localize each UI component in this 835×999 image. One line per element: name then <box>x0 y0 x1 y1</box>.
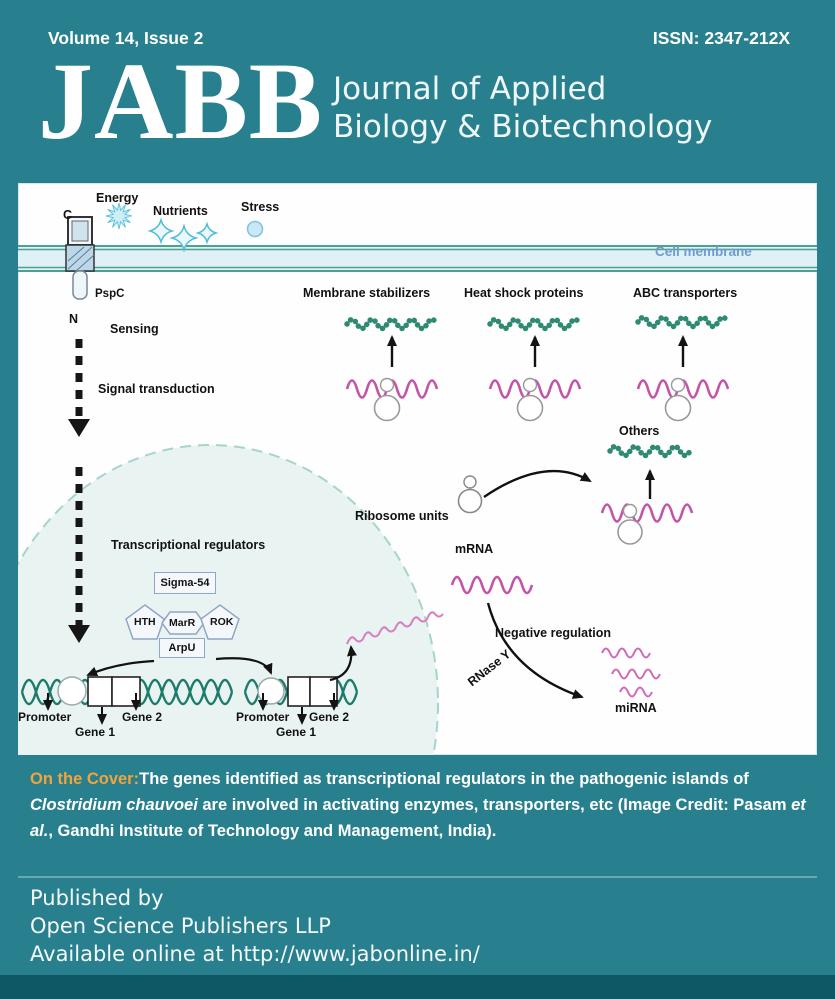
volume-issue: Volume 14, Issue 2 <box>48 28 204 48</box>
label-energy: Energy <box>96 191 139 205</box>
stimuli-icons <box>105 202 264 253</box>
expression-group-abc-transporters <box>635 314 731 422</box>
pspc-channel-graphic <box>65 216 95 300</box>
hth-pentagon <box>125 604 165 640</box>
label-negative-regulation: Negative regulation <box>495 626 611 640</box>
stress-icon <box>246 220 264 238</box>
protein-chain <box>635 314 731 330</box>
expression-group-membrane-stabilizers <box>344 316 440 422</box>
regulator-hth-label: HTH <box>134 616 156 628</box>
ribosome-small <box>379 377 395 393</box>
ribosome-large <box>664 394 692 422</box>
nascent-transcript <box>329 611 444 682</box>
label-promoter-1: Promoter <box>18 710 72 724</box>
label-pspc: PspC <box>95 288 125 300</box>
availability-url: Available online at http://www.jabonline… <box>30 942 480 966</box>
nutrient-star-icon <box>147 217 175 245</box>
ribosome-small <box>463 475 477 489</box>
label-signal-transduction: Signal transduction <box>98 382 215 396</box>
regulator-sigma54: Sigma-54 <box>154 572 216 594</box>
label-stress: Stress <box>241 200 280 214</box>
regulator-sigma54-label: Sigma-54 <box>160 577 210 589</box>
protein-chain <box>344 316 440 332</box>
label-n-terminus: N <box>69 312 79 326</box>
mirna-fragments <box>601 647 661 698</box>
gene-box <box>111 676 141 707</box>
cover-note-etal: et al. <box>30 796 806 840</box>
footer-strip <box>0 975 835 999</box>
divider-line <box>18 876 817 878</box>
nutrient-star-icon <box>195 221 219 245</box>
expression-group-heat-shock <box>487 316 583 422</box>
regulator-marr-label: MarR <box>169 617 196 629</box>
label-gene1-2: Gene 1 <box>276 725 317 739</box>
nutrient-star-icon <box>169 223 199 253</box>
marr-hexagon <box>161 611 205 635</box>
cover-note-text-3: , Gandhi Institute of Technology and Man… <box>48 822 497 840</box>
cover-note-text-1: The genes identified as transcriptional … <box>139 770 749 788</box>
label-transcriptional-regulators: Transcriptional regulators <box>111 538 266 552</box>
label-promoter-2: Promoter <box>236 710 290 724</box>
cover-figure: Energy Nutrients Stress C Cell membrane … <box>18 183 817 755</box>
expression-group-others <box>600 443 694 545</box>
label-gene2-2: Gene 2 <box>309 710 350 724</box>
dna-helix-2 <box>243 676 359 725</box>
cover-note-text-2: are involved in activating enzymes, tran… <box>197 796 792 814</box>
ribosome-large <box>373 394 401 422</box>
label-abc-transporters: ABC transporters <box>633 286 738 300</box>
ribosome-large <box>617 519 643 545</box>
cell-membrane-band <box>18 245 817 272</box>
mrna-wave <box>450 575 534 595</box>
cover-note-species: Clostridium chauvoei <box>30 796 198 814</box>
protein-chain <box>487 316 583 332</box>
protein-chain <box>607 443 693 459</box>
journal-title-line2: Biology & Biotechnology <box>333 109 713 145</box>
issn: ISSN: 2347-212X <box>652 28 790 48</box>
label-gene1-1: Gene 1 <box>75 725 116 739</box>
ribosome-large <box>457 488 483 514</box>
regulator-arpu-label: ArpU <box>168 642 196 654</box>
publisher-name: Open Science Publishers LLP <box>30 914 331 938</box>
ribosome-small <box>670 377 686 393</box>
ribosome-large <box>516 394 544 422</box>
label-others: Others <box>619 424 660 438</box>
label-heat-shock-proteins: Heat shock proteins <box>464 286 584 300</box>
figure-artwork <box>18 202 817 755</box>
label-nutrients: Nutrients <box>153 204 208 218</box>
gene-box <box>87 676 113 707</box>
gene-box <box>309 676 338 707</box>
journal-logo: JABB <box>38 40 324 162</box>
energy-burst-icon <box>105 202 133 230</box>
label-cell-membrane: Cell membrane <box>655 244 752 259</box>
regulator-shapes <box>86 604 273 677</box>
publisher-block: Published by Open Science Publishers LLP… <box>30 884 480 968</box>
regulator-arpu: ArpU <box>159 638 205 658</box>
label-mrna: mRNA <box>455 542 494 556</box>
rna-polymerase <box>57 676 87 706</box>
ribosome-small <box>622 503 638 519</box>
label-ribosome-units: Ribosome units <box>355 509 449 523</box>
label-mirna: miRNA <box>615 701 657 715</box>
cover-note: On the Cover:The genes identified as tra… <box>30 766 812 844</box>
dna-helix-1 <box>20 676 234 725</box>
journal-title-line1: Journal of Applied <box>333 71 607 107</box>
rok-pentagon <box>200 604 240 640</box>
label-membrane-stabilizers: Membrane stabilizers <box>303 286 431 300</box>
mrna-wave <box>600 503 694 523</box>
gene-box <box>287 676 311 707</box>
central-mrna <box>450 575 584 699</box>
ribosome-units-graphic <box>457 469 592 514</box>
rna-polymerase <box>257 677 285 705</box>
label-sensing: Sensing <box>110 322 159 336</box>
signal-arrows <box>68 339 90 643</box>
label-gene2-1: Gene 2 <box>122 710 163 724</box>
negative-regulation-arrow <box>486 602 584 699</box>
published-by: Published by <box>30 886 164 910</box>
label-c-terminus: C <box>63 208 73 222</box>
journal-title: Journal of Applied Biology & Biotechnolo… <box>333 70 712 146</box>
cover-note-label: On the Cover: <box>30 770 140 788</box>
regulator-rok-label: ROK <box>210 616 234 628</box>
ribosome-small <box>522 377 538 393</box>
